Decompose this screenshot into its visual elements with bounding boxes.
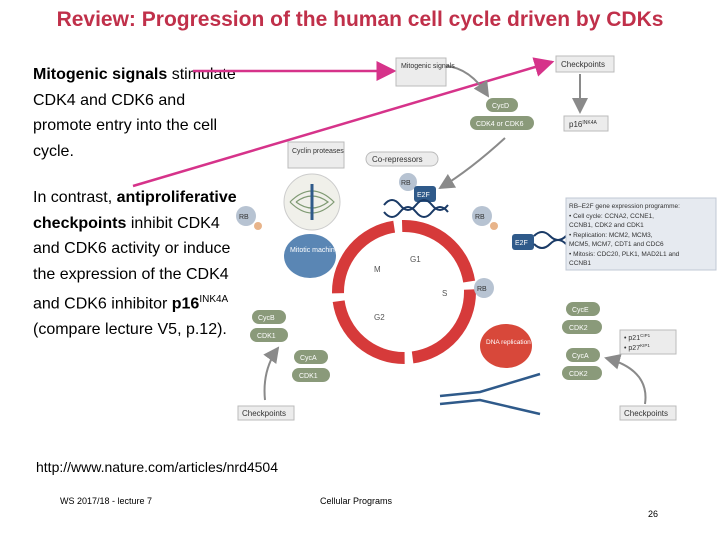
mitotic-machinery-label: Mitotic machinery (290, 247, 345, 254)
source-url[interactable]: http://www.nature.com/articles/nrd4504 (36, 459, 279, 475)
arrow-cdk-to-rb (438, 137, 506, 190)
dna-strand-top (383, 199, 449, 218)
rb-label-lower: RB (477, 286, 487, 293)
e2f-label-right: E2F (515, 240, 528, 247)
rb-e2f-line-5: CCNB1 (569, 260, 591, 267)
arrow-bottom-left (263, 346, 280, 401)
arrow-bottom-right (604, 353, 647, 405)
slide-title: Review: Progression of the human cell cy… (56, 8, 664, 31)
footer-page-number: 26 (648, 509, 659, 519)
cdk2-label-lower: CDK2 (569, 371, 588, 378)
phase-m: M (374, 265, 381, 274)
dna-fork (439, 372, 541, 416)
cdk1-label: CDK1 (257, 333, 276, 340)
cycd-label: CycD (492, 103, 509, 110)
e2f-label-top: E2F (417, 192, 430, 199)
checkpoints-top-label: Checkpoints (561, 60, 605, 69)
p16-label: p16INK4A (569, 120, 597, 129)
rb-circle-top (399, 173, 417, 191)
contrast-bold-2: p16 (171, 295, 200, 313)
rb-e2f-line-0: • Cell cycle: CCNA2, CCNE1, (569, 213, 654, 220)
cdk2-pill-lower (562, 366, 602, 380)
cyca-right-pill (566, 348, 600, 362)
phase-g1: G1 (410, 255, 421, 264)
cyce-label: CycE (572, 307, 589, 314)
cdk1-lower-label: CDK1 (299, 373, 318, 380)
rb-e2f-program-box (565, 197, 717, 271)
rb-label-left: RB (239, 214, 249, 221)
checkpoints-bottom-left-label: Checkpoints (242, 409, 286, 418)
contrast-text-1: In contrast, (33, 189, 113, 206)
arrow-mitogenic-to-cycd (445, 65, 490, 98)
p21-label: • p21CIP1 (624, 333, 651, 342)
cyca-left-label: CycA (300, 355, 317, 362)
cycd-pill (486, 98, 518, 112)
footer-topic: Cellular Programs (320, 496, 393, 506)
phase-s: S (442, 289, 447, 298)
checkpoints-bottom-left-box (237, 405, 295, 421)
cycb-label: CycB (258, 315, 275, 322)
mitogenic-box (395, 57, 447, 87)
rb-e2f-line-1: CCNB1, CDK2 and CDK1 (569, 222, 644, 229)
spindle-fibers (289, 190, 335, 214)
rb-e2f-line-3: MCM5, MCM7, CDT1 and CDC6 (569, 241, 664, 248)
cycb-pill (252, 310, 286, 324)
p16-box (563, 115, 609, 132)
cdk2-pill-upper (562, 320, 602, 334)
contrast-text-2: inhibit CDK4 and CDK6 activity or induce… (33, 214, 231, 313)
rb-e2f-title: RB–E2F gene expression programme: (569, 203, 680, 210)
cdk1-lower-pill (292, 368, 330, 382)
checkpoints-bottom-right-label: Checkpoints (624, 409, 668, 418)
rb-circle-right (472, 206, 492, 226)
mitogenic-box-label: Mitogenic signals (401, 63, 455, 70)
e2f-box-top (414, 186, 436, 202)
cdk46-pill (470, 116, 534, 130)
checkpoints-bottom-right-box (619, 405, 677, 421)
intro-bold: Mitogenic signals (33, 66, 168, 83)
contrast-sup: INK4A (199, 294, 229, 305)
rb-circle-left (236, 206, 256, 226)
corepressors-box (365, 151, 439, 167)
cyca-right-label: CycA (572, 353, 589, 360)
rb-e2f-line-4: • Mitosis: CDC20, PLK1, MAD2L1 and (569, 251, 680, 258)
contrast-text-3: (compare lecture V5, p.12). (33, 320, 227, 338)
corepressors-label: Co-repressors (372, 155, 423, 164)
cyca-left-pill (294, 350, 328, 364)
cdk46-label: CDK4 or CDK6 (476, 121, 524, 128)
rb-label-right: RB (475, 214, 485, 221)
p21-p27-box (619, 329, 677, 355)
cyclin-proteases-label: Cyclin proteases (292, 148, 344, 155)
rb-e2f-line-2: • Replication: MCM2, MCM3, (569, 232, 653, 239)
rb-circle-lower (474, 278, 494, 298)
cdk2-label-upper: CDK2 (569, 325, 588, 332)
e2f-box-right (512, 234, 534, 250)
dna-replication-blob (480, 324, 532, 368)
mitotic-machinery-blob (284, 234, 336, 278)
rb-label-top: RB (401, 180, 411, 187)
cdk1-pill (250, 328, 288, 342)
checkpoints-top-box (555, 55, 615, 73)
dna-strand-right (533, 231, 567, 249)
cyce-pill (566, 302, 600, 316)
dna-replication-label: DNA replication machinery (486, 339, 563, 346)
footer-course: WS 2017/18 - lecture 7 (60, 496, 153, 506)
cyclin-proteases-box (287, 141, 345, 169)
phospho-left (254, 222, 262, 230)
cell-cycle-ring (332, 220, 476, 364)
phospho-right (490, 222, 498, 230)
p27-label: • p27KIP1 (624, 343, 650, 352)
contrast-bold-1: antiproliferative checkpoints (33, 189, 237, 232)
contrast-paragraph: In contrast, antiproliferative checkpoin… (33, 185, 248, 342)
phase-g2: G2 (374, 313, 385, 322)
intro-paragraph: Mitogenic signals stimulate CDK4 and CDK… (33, 62, 248, 164)
